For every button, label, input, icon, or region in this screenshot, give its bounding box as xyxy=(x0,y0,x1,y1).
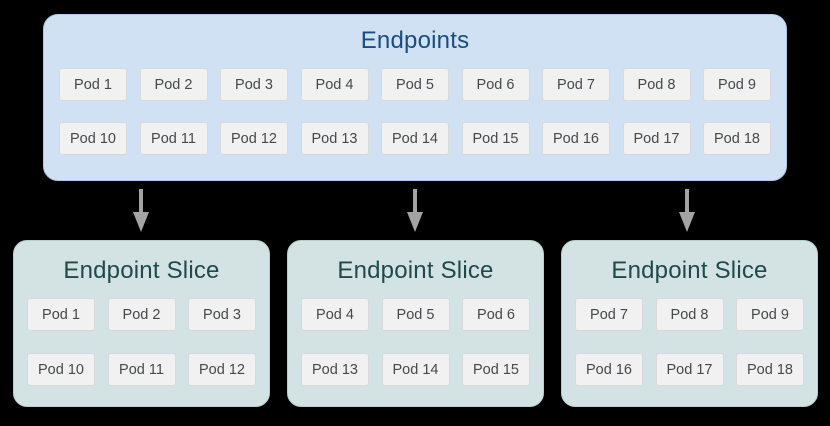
arrow-down-icon xyxy=(407,189,423,232)
pod-box: Pod 4 xyxy=(301,298,369,331)
slice-pod-row-2: Pod 10 Pod 11 Pod 12 xyxy=(27,353,256,386)
pod-box: Pod 16 xyxy=(575,353,643,386)
arrow-head xyxy=(133,212,149,232)
endpoint-slice-title: Endpoint Slice xyxy=(63,257,220,284)
pod-box: Pod 7 xyxy=(575,298,643,331)
pod-box: Pod 13 xyxy=(301,353,369,386)
pod-box: Pod 15 xyxy=(461,122,530,155)
pod-box: Pod 9 xyxy=(703,68,771,101)
endpoint-slice-title: Endpoint Slice xyxy=(611,257,768,284)
endpoint-slice-box-2: Endpoint Slice Pod 4 Pod 5 Pod 6 Pod 13 … xyxy=(287,240,544,407)
slice-pod-row-1: Pod 4 Pod 5 Pod 6 xyxy=(301,298,530,331)
pod-box: Pod 18 xyxy=(703,122,771,155)
slice-pod-row-1: Pod 7 Pod 8 Pod 9 xyxy=(575,298,804,331)
endpoint-slice-box-3: Endpoint Slice Pod 7 Pod 8 Pod 9 Pod 16 … xyxy=(561,240,818,407)
pod-box: Pod 2 xyxy=(139,68,208,101)
endpoints-pod-row-2: Pod 10 Pod 11 Pod 12 Pod 13 Pod 14 Pod 1… xyxy=(59,122,771,155)
endpoints-title: Endpoints xyxy=(360,27,470,54)
endpoint-slice-title: Endpoint Slice xyxy=(337,257,494,284)
pod-box: Pod 5 xyxy=(381,298,450,331)
pod-box: Pod 3 xyxy=(188,298,256,331)
pod-box: Pod 14 xyxy=(381,353,450,386)
pod-box: Pod 6 xyxy=(461,68,530,101)
pod-box: Pod 12 xyxy=(188,353,256,386)
pod-box: Pod 10 xyxy=(27,353,95,386)
arrow-stem xyxy=(139,189,143,212)
pod-box: Pod 12 xyxy=(220,122,288,155)
pod-box: Pod 5 xyxy=(381,68,449,101)
pod-box: Pod 4 xyxy=(300,68,369,101)
pod-box: Pod 13 xyxy=(300,122,369,155)
arrow-down-icon xyxy=(133,189,149,232)
arrow-head xyxy=(679,212,695,232)
pod-box: Pod 8 xyxy=(655,298,724,331)
pod-box: Pod 9 xyxy=(736,298,804,331)
slice-pod-row-2: Pod 13 Pod 14 Pod 15 xyxy=(301,353,530,386)
slice-pod-row-1: Pod 1 Pod 2 Pod 3 xyxy=(27,298,256,331)
pod-box: Pod 14 xyxy=(381,122,449,155)
slice-pod-row-2: Pod 16 Pod 17 Pod 18 xyxy=(575,353,804,386)
pod-box: Pod 10 xyxy=(59,122,127,155)
pod-box: Pod 1 xyxy=(27,298,95,331)
arrow-stem xyxy=(413,189,417,212)
pod-box: Pod 18 xyxy=(736,353,804,386)
arrow-down-icon xyxy=(679,189,695,232)
pod-box: Pod 15 xyxy=(462,353,530,386)
endpoints-box: Endpoints Pod 1 Pod 2 Pod 3 Pod 4 Pod 5 … xyxy=(43,14,787,181)
pod-box: Pod 16 xyxy=(542,122,610,155)
pod-box: Pod 8 xyxy=(622,68,691,101)
pod-box: Pod 11 xyxy=(107,353,176,386)
endpoints-pod-row-1: Pod 1 Pod 2 Pod 3 Pod 4 Pod 5 Pod 6 Pod … xyxy=(59,68,771,101)
arrow-head xyxy=(407,212,423,232)
pod-box: Pod 2 xyxy=(107,298,176,331)
pod-box: Pod 7 xyxy=(542,68,610,101)
endpoint-slice-box-1: Endpoint Slice Pod 1 Pod 2 Pod 3 Pod 10 … xyxy=(13,240,270,407)
pod-box: Pod 3 xyxy=(220,68,288,101)
pod-box: Pod 17 xyxy=(655,353,724,386)
arrow-stem xyxy=(685,189,689,212)
pod-box: Pod 11 xyxy=(139,122,208,155)
pod-box: Pod 17 xyxy=(622,122,691,155)
pod-box: Pod 1 xyxy=(59,68,127,101)
pod-box: Pod 6 xyxy=(462,298,530,331)
